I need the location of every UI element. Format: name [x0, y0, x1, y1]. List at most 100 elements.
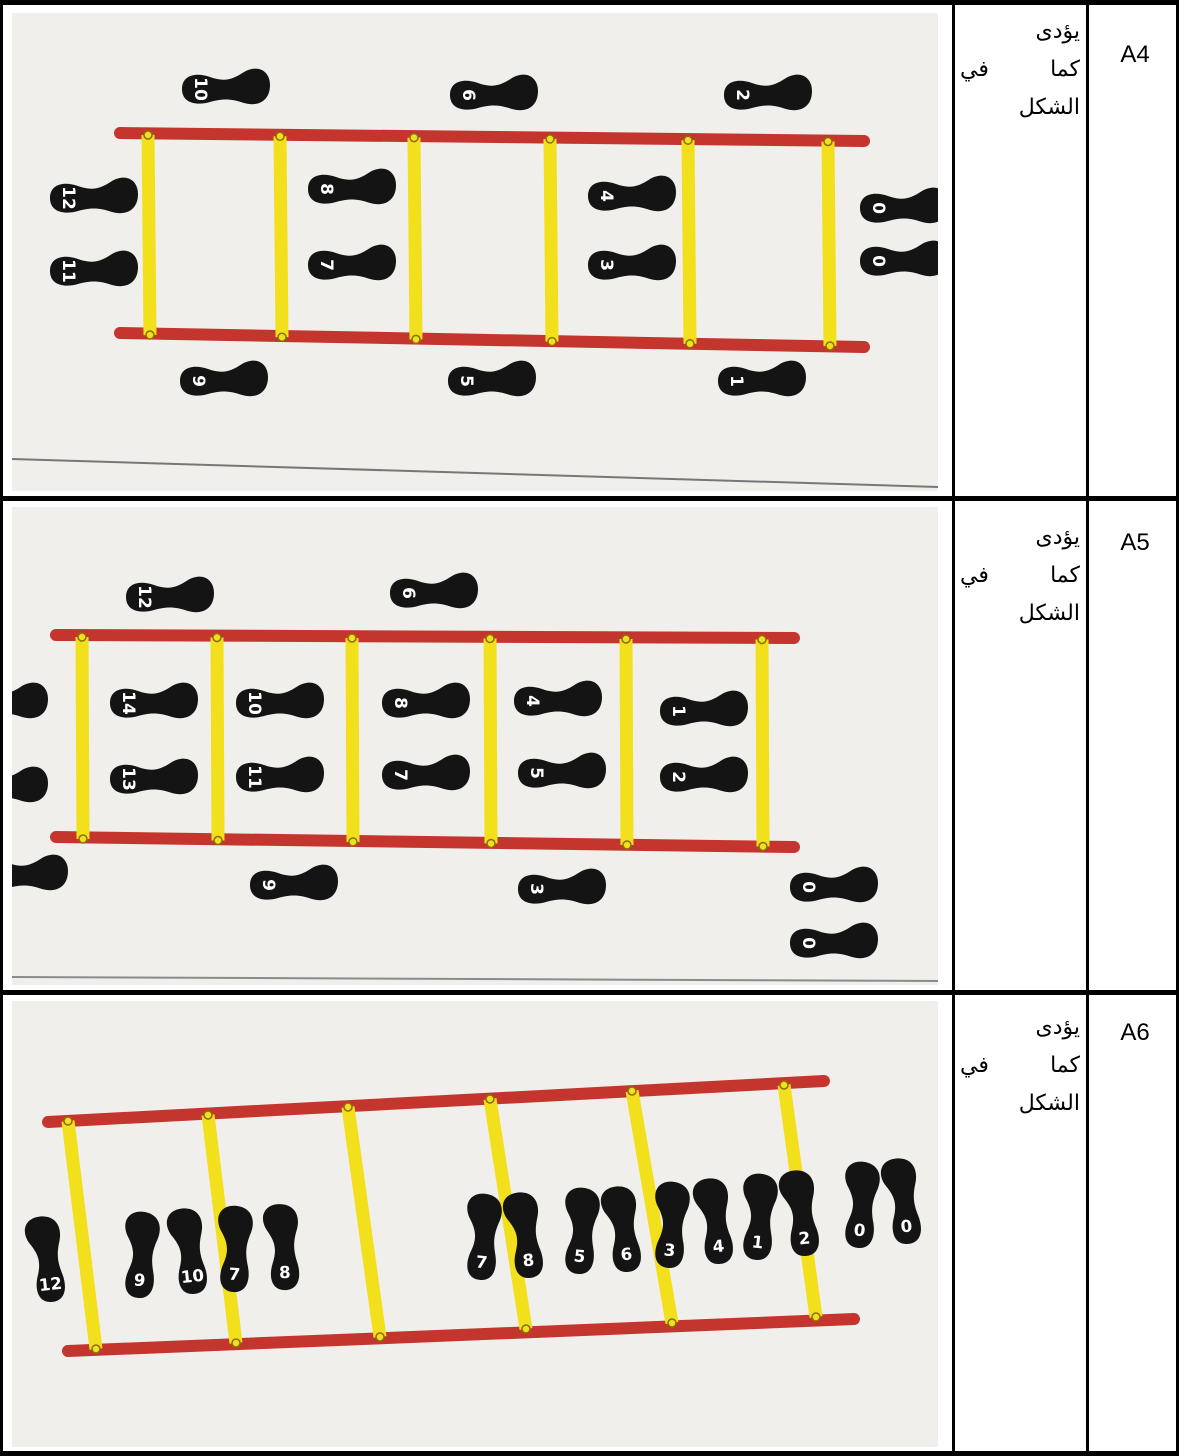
footprint-shape: [518, 752, 606, 789]
footprint-shape: [660, 756, 748, 793]
rung-rivet: [547, 336, 557, 347]
footprint-icon: 1: [718, 360, 806, 397]
rung-rivet: [683, 135, 693, 145]
footprint-icon: 0: [845, 1161, 880, 1248]
row-label: A4: [1120, 41, 1150, 68]
description-line: كما في: [960, 563, 1080, 588]
page-edge-line: [12, 458, 938, 488]
table-border-right: [1176, 0, 1179, 1456]
table-column-divider: [952, 0, 955, 1456]
ladder-rung: [407, 137, 423, 340]
footprint-shape: [724, 74, 812, 111]
footprint-shape: [12, 682, 48, 719]
table-row-divider: [0, 496, 1179, 501]
footprint-number: 10: [244, 691, 264, 715]
table-border-left: [0, 0, 3, 1456]
footprint-shape: [448, 360, 536, 397]
footprint-icon: 8: [263, 1204, 300, 1291]
rung-rivet: [621, 634, 631, 644]
footprint-number: 12: [134, 585, 154, 609]
footprint-shape: [50, 177, 138, 214]
rung-rivet: [622, 840, 632, 850]
footprint-icon: 4: [692, 1178, 733, 1264]
footprint-shape: [692, 1178, 733, 1264]
ladder-rail: [62, 1313, 860, 1357]
footprint-icon: 2: [724, 74, 812, 111]
rung-rivet: [63, 1116, 73, 1126]
footprint-shape: [860, 187, 938, 224]
footprint-number: 8: [522, 1250, 536, 1270]
footprint-icon: 8: [382, 682, 470, 719]
footprint-shape: [218, 1205, 253, 1293]
rung-rivet: [411, 334, 421, 345]
footprint-icon: 0: [860, 240, 938, 277]
footprint-shape: [743, 1173, 778, 1260]
rung-rivet: [521, 1324, 531, 1334]
rung-rivet: [823, 136, 833, 147]
footprint-icon: 3: [655, 1181, 690, 1268]
footprint-number: 13: [118, 767, 138, 791]
footprint-icon: 12: [50, 177, 138, 214]
footprint-number: 7: [228, 1265, 241, 1285]
footprint-shape: [502, 1192, 543, 1278]
footprint-icon: 2: [660, 756, 748, 793]
footprint-icon: 9: [180, 360, 268, 397]
row-label: A5: [1120, 529, 1150, 556]
footprint-shape: [308, 168, 396, 205]
footprint-number: 5: [573, 1246, 587, 1266]
footprint-shape: [467, 1193, 502, 1280]
rung-rivet: [685, 339, 695, 349]
footprint-number: 3: [596, 259, 616, 271]
footprint-icon: 10: [166, 1208, 207, 1294]
footprint-number: 10: [190, 77, 210, 101]
footprint-number: 0: [868, 202, 888, 214]
rung-rivet: [485, 1094, 495, 1104]
footprint-number: 0: [798, 937, 818, 949]
footprint-shape: [382, 682, 470, 719]
ladder-rung: [210, 637, 225, 841]
footprint-shape: [308, 244, 396, 281]
footprint-shape: [790, 866, 878, 903]
footprint-icon: 14: [110, 682, 198, 719]
footprint-shape: [12, 766, 48, 803]
footprint-icon: 8: [308, 168, 396, 205]
footprint-number: 9: [188, 375, 208, 387]
footprint-number: 8: [390, 697, 410, 709]
footprint-number: 2: [798, 1228, 812, 1248]
footprint-number: 7: [390, 769, 410, 781]
footprint-icon: 7: [467, 1193, 502, 1280]
rung-rivet: [757, 634, 767, 645]
ladder-rail: [50, 629, 800, 644]
footprint-icon: 2: [778, 1170, 819, 1256]
footprint-number: 8: [316, 183, 336, 195]
footprint-icon: 11: [50, 250, 138, 287]
table-border-top: [0, 0, 1179, 5]
rung-rivet: [143, 130, 153, 140]
ladder-rung: [543, 138, 559, 342]
footprint-shape: [110, 758, 198, 795]
footprint-icon: 4: [514, 680, 602, 717]
footprint-shape: [790, 922, 878, 959]
rung-rivet: [485, 633, 495, 644]
footprint-icon: [12, 766, 48, 803]
description-line: يؤدى: [1035, 19, 1080, 44]
rung-rivet: [811, 1312, 821, 1322]
ladder-rung: [755, 639, 770, 847]
footprint-number: 4: [596, 190, 616, 202]
footprint-icon: 0: [790, 922, 878, 959]
footprint-number: 14: [118, 691, 138, 715]
description-line: كما في: [960, 1053, 1080, 1078]
footprint-number: 1: [668, 705, 688, 717]
footprint-number: 7: [316, 259, 336, 271]
footprint-shape: [250, 864, 338, 901]
row-description: يؤدى كما في الشكل: [960, 1009, 1080, 1123]
footprint-icon: 0: [860, 187, 938, 224]
footprint-number: 8: [279, 1263, 291, 1282]
table-border-bottom: [0, 1451, 1179, 1456]
rung-rivet: [78, 834, 88, 844]
footprint-icon: 5: [448, 360, 536, 397]
